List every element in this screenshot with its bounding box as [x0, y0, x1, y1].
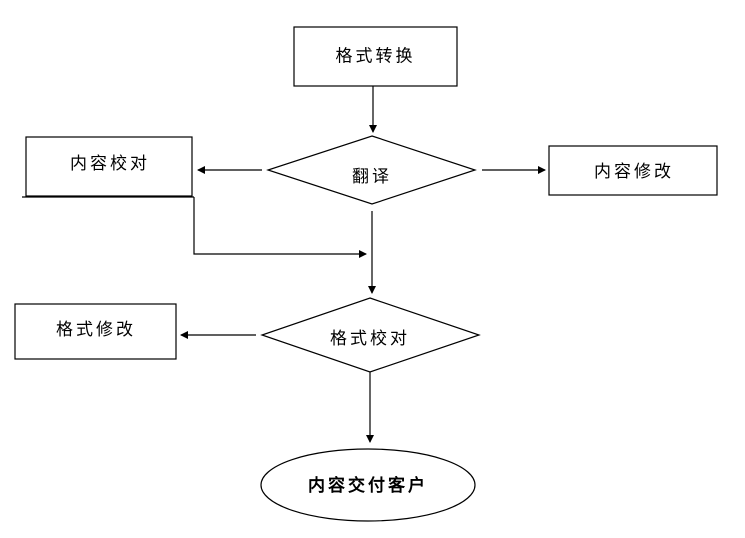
node-content-revise-label: 内容修改: [594, 162, 674, 182]
node-translate: 翻译: [266, 135, 477, 205]
node-format-revise: 格式修改: [14, 303, 177, 360]
node-content-proofread-label: 内容校对: [70, 154, 150, 174]
node-translate-diamond: [266, 135, 477, 205]
node-deliver-ellipse: [260, 448, 476, 522]
node-format-convert-label: 格式转换: [336, 47, 416, 67]
node-content-revise: 内容修改: [548, 145, 718, 196]
node-translate-label: 翻译: [352, 167, 392, 187]
node-format-convert: 格式转换: [293, 26, 458, 87]
node-format-proofread: 格式校对: [260, 297, 481, 373]
arrow-content-proofread-to-main: [193, 197, 367, 258]
node-content-revise-box: [548, 145, 718, 196]
node-format-revise-box: [14, 303, 177, 360]
node-content-proofread-box: [25, 136, 193, 197]
node-format-revise-label: 格式修改: [56, 320, 136, 340]
node-format-convert-box: [293, 26, 458, 87]
node-deliver: 内容交付客户: [260, 448, 476, 522]
node-format-proofread-label: 格式校对: [330, 329, 410, 349]
node-deliver-label: 内容交付客户: [308, 475, 428, 496]
node-content-proofread: 内容校对: [25, 136, 193, 197]
